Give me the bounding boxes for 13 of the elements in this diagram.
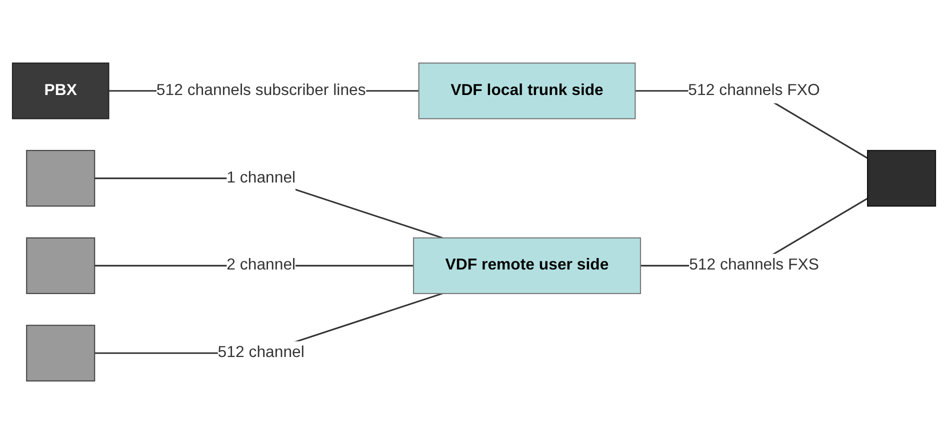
- node-box: VDF local trunk side: [418, 62, 636, 120]
- node-box: VDF remote user side: [412, 237, 642, 294]
- node-box: [26, 150, 96, 207]
- edge-label: 512 channels FXO: [688, 81, 820, 100]
- node-box: PBX: [12, 62, 110, 120]
- edge-label: 512 channels subscriber lines: [156, 81, 366, 100]
- edge-label: 2 channel: [226, 256, 296, 274]
- edge-label: 512 channel: [218, 343, 304, 362]
- edge-label: 512 channels FXS: [689, 256, 819, 274]
- node-box: [867, 150, 936, 207]
- edge-label: 1 channel: [226, 168, 296, 187]
- node-box: [26, 237, 96, 294]
- node-box: [26, 324, 96, 382]
